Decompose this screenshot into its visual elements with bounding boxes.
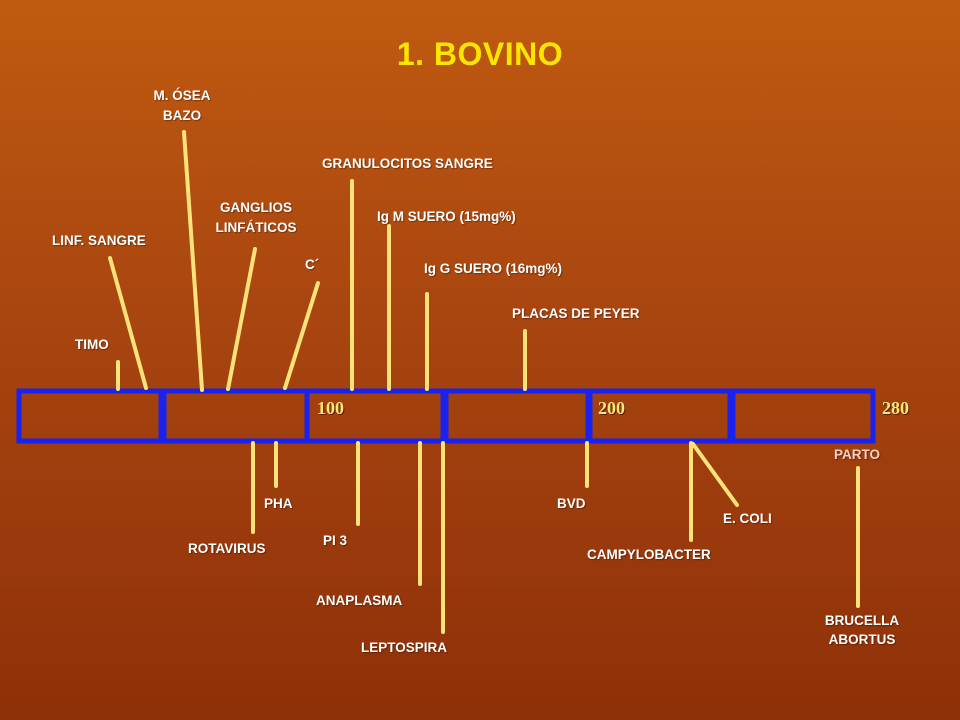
timeline-segment-3 bbox=[304, 388, 446, 444]
marker-linf-sangre bbox=[108, 256, 148, 390]
upper-markers bbox=[108, 130, 527, 392]
label-bvd: BVD bbox=[557, 496, 586, 511]
tick-100: 100 bbox=[317, 398, 344, 418]
label-anaplasma: ANAPLASMA bbox=[316, 593, 403, 608]
label-c: C´ bbox=[305, 257, 320, 272]
label-abortus: ABORTUS bbox=[828, 632, 896, 647]
label-rotavirus: ROTAVIRUS bbox=[188, 541, 266, 556]
timeline-segment-1 bbox=[16, 388, 164, 444]
label-ganglios: GANGLIOS bbox=[219, 200, 293, 215]
timeline-bar bbox=[16, 388, 876, 444]
tick-200: 200 bbox=[598, 398, 625, 418]
marker-ganglios bbox=[226, 247, 257, 391]
label-timo: TIMO bbox=[75, 337, 109, 352]
timeline-segment-2 bbox=[161, 388, 310, 444]
label-pha: PHA bbox=[264, 496, 293, 511]
label-igm: Ig M SUERO (15mg%) bbox=[377, 209, 516, 224]
marker-c bbox=[283, 281, 320, 390]
lower-markers bbox=[251, 441, 860, 634]
tick-280: 280 bbox=[882, 398, 909, 418]
label-leptospira: LEPTOSPIRA bbox=[361, 640, 448, 655]
label-pi3: PI 3 bbox=[323, 533, 348, 548]
label-parto: PARTO bbox=[834, 447, 881, 462]
timeline-segment-6 bbox=[730, 388, 876, 444]
marker-e-coli bbox=[691, 442, 739, 507]
label-bazo: BAZO bbox=[162, 108, 202, 123]
label-igg: Ig G SUERO (16mg%) bbox=[424, 261, 563, 276]
label-granulocitos: GRANULOCITOS SANGRE bbox=[322, 156, 493, 171]
label-linf-sangre: LINF. SANGRE bbox=[52, 233, 146, 248]
label-e-coli: E. COLI bbox=[723, 511, 772, 526]
label-brucella: BRUCELLA bbox=[824, 613, 900, 628]
label-m-osea: M. ÓSEA bbox=[153, 88, 211, 103]
marker-m-osea-bazo bbox=[182, 130, 204, 392]
label-campylobacter: CAMPYLOBACTER bbox=[587, 547, 711, 562]
timeline-segment-5 bbox=[587, 388, 733, 444]
diagram-title: 1. BOVINO bbox=[396, 36, 564, 72]
label-peyer: PLACAS DE PEYER bbox=[512, 306, 640, 321]
label-linfaticos: LINFÁTICOS bbox=[215, 220, 297, 235]
timeline-segment-4 bbox=[443, 388, 591, 444]
